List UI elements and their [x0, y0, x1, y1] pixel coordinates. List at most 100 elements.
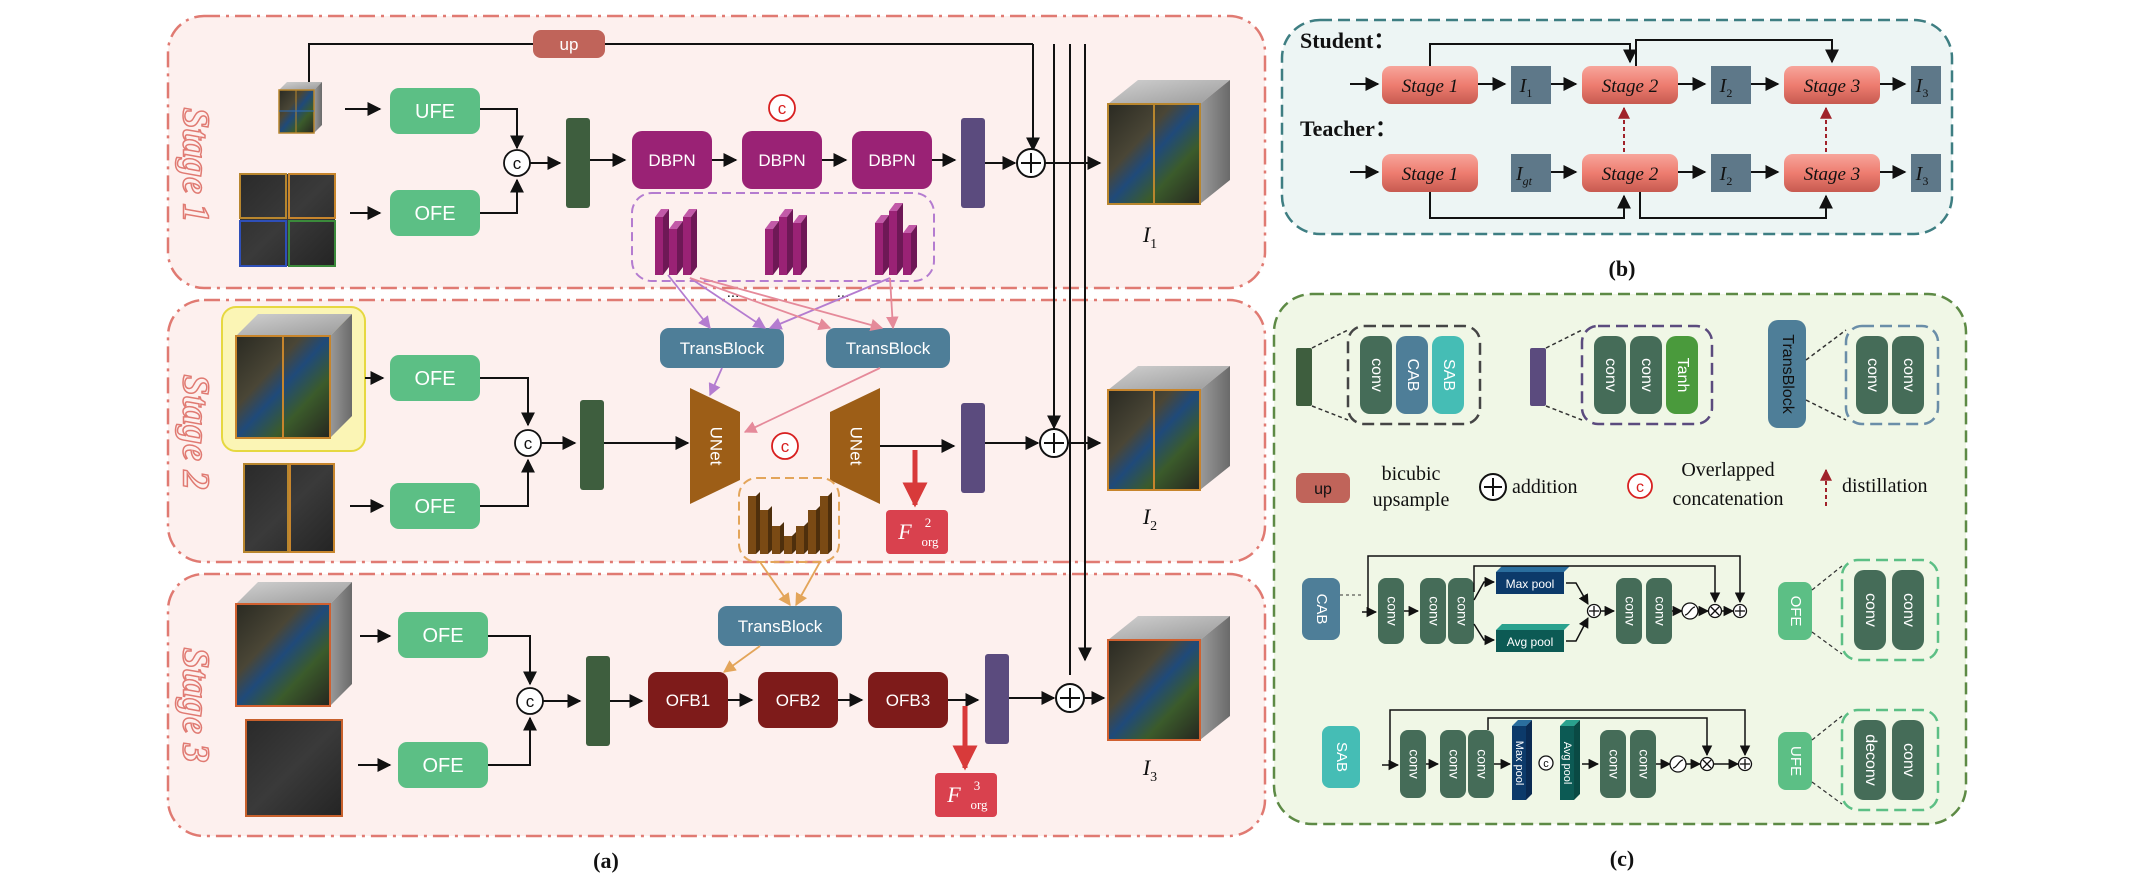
c-tb-dash-top: [1805, 329, 1847, 361]
cab-maxpool: [1496, 566, 1570, 594]
cab-conv1: [1378, 578, 1404, 644]
ofe-label-stage1: OFE: [414, 203, 455, 225]
feat-to-tb2-b: [886, 277, 899, 330]
stage1-input-grid: [239, 173, 336, 267]
ofe-label-stage3a: OFE: [422, 625, 463, 647]
sab-conv5-label: conv: [1636, 749, 1652, 779]
add-stage3: [1055, 683, 1085, 713]
ofe-block-c-label: OFE: [1787, 596, 1804, 627]
ofb2-label: OFB2: [776, 691, 820, 710]
sab-sigmoid-icon: [1669, 755, 1687, 773]
teacher-i2-label: I2: [1719, 163, 1733, 188]
c-tb-dash-bot: [1805, 399, 1847, 421]
output-label-stage1: I1: [1142, 222, 1157, 252]
legend-overlapped: Overlapped: [1681, 459, 1774, 481]
sab-avgpool: [1560, 720, 1580, 800]
student-stage2: [1582, 66, 1678, 104]
cab-conv2: [1420, 578, 1446, 644]
sab-conv1: [1400, 730, 1426, 798]
student-i1: [1511, 66, 1551, 104]
concat-red-stage2-label: c: [781, 437, 790, 456]
ufe-block-c-label: UFE: [1787, 746, 1804, 776]
legend-upsample: upsample: [1373, 489, 1450, 511]
sab-conv4-label: conv: [1606, 749, 1622, 779]
teacher-igt-label: Igt: [1515, 163, 1533, 188]
teacher-igt: [1511, 154, 1551, 192]
stage3-label: Stage 3: [174, 647, 216, 762]
ufe-c-dash-bot: [1811, 781, 1843, 805]
c-purple-bar: [1530, 348, 1546, 406]
teacher-skip-1: [1429, 192, 1631, 219]
arrow-ofe3a-concat: [488, 635, 537, 686]
c-tb-conv1-label: conv: [1864, 358, 1881, 392]
transblock-1-label: TransBlock: [680, 339, 765, 358]
loss-stage3-sup: 3: [974, 778, 981, 793]
cab-avgpool: [1496, 624, 1570, 652]
sab-conv3-label: conv: [1474, 749, 1490, 779]
unet-decoder-label: UNet: [847, 427, 866, 466]
concat-stage1-label: c: [513, 154, 522, 173]
purple-bar-stage3: [985, 654, 1009, 744]
ufe-c-deconv-label: deconv: [1862, 734, 1879, 786]
ofe-block-c: [1778, 582, 1812, 640]
cab-to-avgpool: [1473, 623, 1496, 646]
output-label-stage3: I3: [1142, 755, 1157, 785]
legend-concat-icon: [1627, 473, 1653, 499]
c-green-cab-label: CAB: [1404, 359, 1421, 392]
c-tb-conv2: [1892, 336, 1924, 414]
dbpn-label-2: DBPN: [758, 151, 805, 170]
arrow-ofe2b-concat: [480, 458, 535, 507]
unet-decoder: [830, 388, 880, 504]
ofe-block-stage2b: [390, 483, 480, 529]
c-purple-conv2-label: conv: [1638, 358, 1655, 392]
dbpn-block-1: [632, 131, 712, 189]
loss-stage3-label: F: [946, 782, 961, 807]
unet-encoder-label: UNet: [707, 427, 726, 466]
sab-maxpool: [1512, 720, 1532, 800]
tb1-to-unet: [708, 367, 723, 397]
purple-bar-stage2: [961, 403, 985, 493]
concat-stage3-label: c: [526, 692, 535, 711]
teacher-i3: [1911, 154, 1941, 192]
arrow-ufe-concat: [480, 108, 524, 150]
dbpn-feature-group: [631, 192, 935, 282]
panel-a-caption: (a): [593, 848, 619, 873]
concat-red-stage1-label: c: [778, 99, 787, 118]
concat-stage2-label: c: [524, 434, 533, 453]
stage2-output-image: [1107, 366, 1230, 491]
student-stage1-label: Stage 1: [1402, 76, 1458, 97]
ofe-label-stage2a: OFE: [414, 368, 455, 390]
cab-conv3-label: conv: [1454, 596, 1470, 626]
sab-block-label: SAB: [1333, 742, 1350, 772]
ofb3-block: [868, 672, 948, 728]
feat-to-tb1-b: [689, 277, 767, 329]
transblock-2: [826, 328, 950, 368]
teacher-stage3-label: Stage 3: [1804, 164, 1860, 185]
legend-concatenation: concatenation: [1672, 488, 1783, 510]
ofe-label-stage3b: OFE: [422, 755, 463, 777]
c-green-cab: [1396, 336, 1428, 414]
output-label-stage2: I2: [1142, 504, 1157, 534]
sab-skip-inner: [1487, 717, 1713, 757]
legend-concat-icon-label: c: [1636, 479, 1644, 496]
c-green-conv: [1360, 336, 1392, 414]
arrow-ofe3b-concat: [488, 716, 537, 766]
ofb1-label: OFB1: [666, 691, 710, 710]
panel-a: Stage 1 Stage 2 Stage 3 up UFE: [166, 14, 1267, 873]
ofb3-label: OFB3: [886, 691, 930, 710]
cab-multiply-icon: [1707, 603, 1723, 619]
dbpn-features: [655, 203, 917, 275]
tb2-to-unet: [743, 367, 881, 433]
sab-concat-label: c: [1543, 758, 1549, 770]
ofe-label-stage2b: OFE: [414, 496, 455, 518]
c-tb-conv1: [1856, 336, 1888, 414]
feat-to-tb2-c: [699, 277, 884, 332]
student-stage3-label: Stage 3: [1804, 76, 1860, 97]
concat-red-stage2: [771, 432, 799, 460]
student-i1-label: I1: [1519, 75, 1533, 100]
c-purple-conv1-label: conv: [1602, 358, 1619, 392]
ufe-label: UFE: [415, 101, 455, 123]
cab-conv2-label: conv: [1426, 596, 1442, 626]
sab-add: [1737, 756, 1753, 772]
ofe-c-conv1-label: conv: [1862, 593, 1879, 627]
